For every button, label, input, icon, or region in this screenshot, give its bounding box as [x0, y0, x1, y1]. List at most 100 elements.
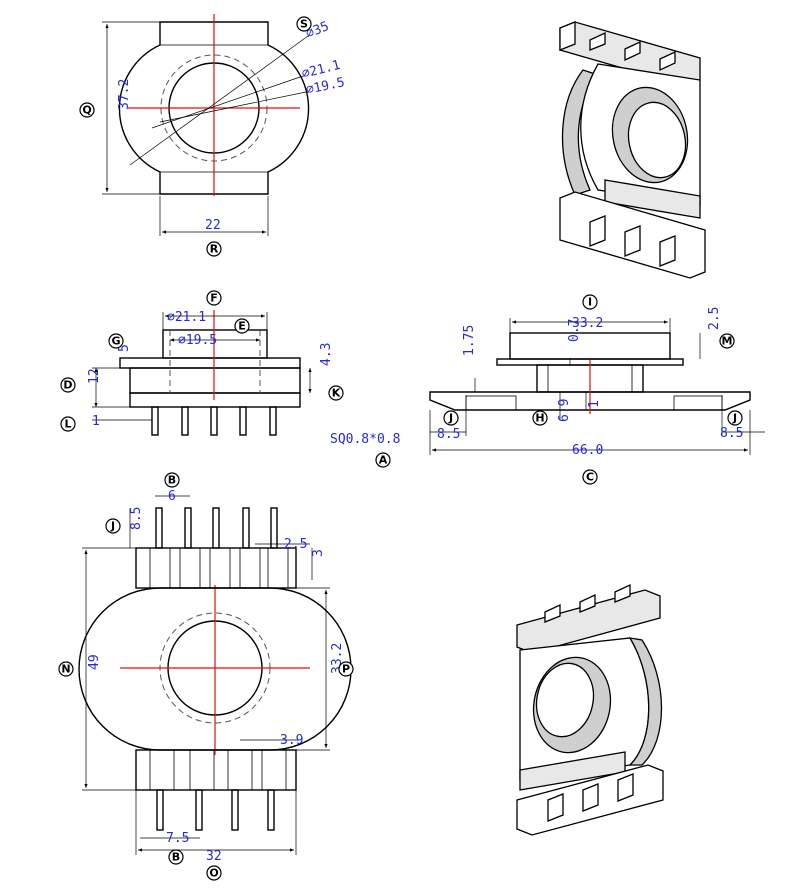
side-pin: [269, 406, 277, 436]
svg-text:B: B: [172, 851, 180, 864]
bottom-view: [78, 495, 352, 855]
label-i: I: [582, 294, 598, 310]
bottom-slot: [189, 749, 215, 791]
bottom-pin-bottom: [231, 789, 239, 831]
label-c: C: [582, 469, 598, 485]
dim-side-1: 1: [92, 414, 100, 429]
iso-bottom-notch: [544, 603, 561, 623]
dim-bot-3: 3: [311, 549, 326, 557]
side-pin: [181, 406, 189, 436]
front-view-base: [429, 391, 751, 411]
dim-front-sq: SQ0.8*0.8: [330, 432, 400, 447]
dim-front-1-75: 1.75: [462, 325, 477, 356]
bottom-pin-bottom: [267, 789, 275, 831]
iso-top-rail-end: [559, 21, 576, 51]
iso-bottom-rail: [516, 589, 661, 654]
front-view: [429, 318, 765, 455]
label-e: E: [234, 318, 250, 334]
dim-bot-7-5: 7.5: [166, 831, 189, 846]
svg-text:H: H: [535, 412, 544, 425]
label-d: D: [60, 377, 76, 393]
bottom-pin-top: [270, 507, 278, 549]
iso-top-pin-slot: [624, 225, 641, 257]
side-view-flange: [119, 357, 301, 369]
dim-front-8-5-left: 8.5: [437, 427, 460, 442]
label-r: R: [206, 241, 222, 257]
dim-front-6-9: 6.9: [557, 399, 572, 422]
svg-text:F: F: [210, 292, 218, 305]
dim-bot-3-9: 3.9: [280, 733, 303, 748]
top-view-outline: [118, 21, 310, 195]
dim-side-4-3: 4.3: [319, 343, 334, 366]
svg-text:R: R: [210, 243, 219, 256]
dim-side-dia-21-1: ⌀21.1: [167, 310, 206, 325]
bottom-pin-bottom: [156, 789, 164, 831]
label-k: K: [328, 385, 344, 401]
label-f: F: [206, 290, 222, 306]
label-q: Q: [79, 102, 95, 118]
label-p: P: [338, 661, 354, 677]
iso-top-pin-slot: [659, 235, 676, 267]
svg-text:L: L: [64, 418, 71, 431]
dim-bot-32: 32: [206, 849, 222, 864]
iso-top-notch: [659, 50, 676, 72]
label-l: L: [60, 416, 76, 432]
label-b-bottom: B: [168, 849, 184, 865]
label-g: G: [108, 333, 124, 349]
side-pin: [239, 406, 247, 436]
side-view: [92, 310, 312, 436]
bottom-slot: [179, 547, 201, 589]
leader-line: [129, 35, 309, 166]
label-b-top: B: [164, 472, 180, 488]
label-j-right: J: [727, 410, 743, 426]
bottom-slot: [261, 749, 287, 791]
bottom-pin-top: [155, 507, 163, 549]
dim-top-height: 37.2: [117, 79, 132, 110]
dim-side-dia-19-5: ⌀19.5: [178, 333, 217, 348]
svg-text:J: J: [448, 412, 453, 425]
iso-view-bottom: [516, 583, 664, 836]
front-view-pin-block: [465, 395, 517, 411]
svg-text:G: G: [111, 335, 120, 348]
bottom-pin-top: [212, 507, 220, 549]
svg-text:N: N: [61, 663, 70, 676]
bottom-slot: [149, 749, 175, 791]
bottom-pin-top: [184, 507, 192, 549]
dim-top-width: 22: [205, 218, 221, 233]
bottom-slot: [209, 547, 231, 589]
iso-bottom-pin-slot: [582, 783, 599, 812]
dim-bot-2-5: 2.5: [284, 537, 307, 552]
dim-front-8-5-right: 8.5: [720, 426, 743, 441]
svg-text:C: C: [586, 471, 594, 484]
iso-top-pin-slot: [589, 215, 606, 247]
dim-front-66: 66.0: [572, 443, 603, 458]
dim-bot-49: 49: [87, 654, 102, 670]
svg-text:M: M: [722, 335, 733, 348]
svg-text:O: O: [209, 867, 218, 880]
leader-line: [151, 75, 304, 129]
label-s: S: [296, 16, 312, 32]
dim-side-5: 5: [117, 344, 132, 352]
side-view-body: [129, 367, 301, 394]
dim-front-33-2: 33.2: [572, 316, 603, 331]
dim-bot-6: 6: [168, 489, 176, 504]
label-j-left: J: [443, 410, 459, 426]
iso-top-bore-inner: [627, 101, 687, 179]
svg-text:J: J: [732, 412, 737, 425]
svg-text:J: J: [110, 520, 115, 533]
svg-text:E: E: [238, 320, 246, 333]
iso-top-notch: [589, 31, 606, 51]
iso-bottom-pin-slot: [617, 773, 634, 802]
iso-bottom-flange-side: [628, 637, 663, 766]
svg-text:K: K: [332, 387, 341, 400]
bottom-slot: [239, 547, 261, 589]
dim-side-12: 12: [87, 368, 102, 384]
label-h: H: [532, 410, 548, 426]
svg-text:A: A: [379, 454, 388, 467]
svg-text:S: S: [300, 18, 308, 31]
iso-bottom-pin-slot: [547, 793, 564, 822]
front-view-core: [509, 332, 671, 360]
svg-text:Q: Q: [82, 104, 91, 117]
side-view-base: [129, 392, 301, 408]
